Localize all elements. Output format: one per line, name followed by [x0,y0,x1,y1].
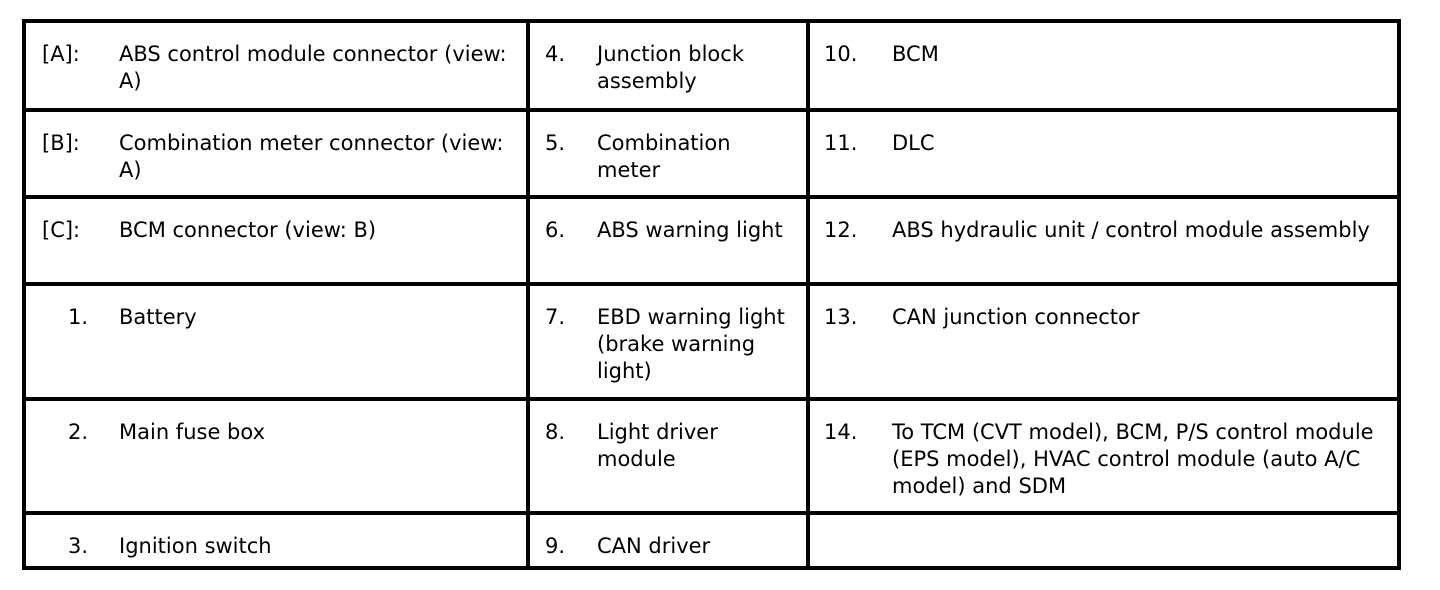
legend-cell: 4. Junction block assembly [526,19,810,112]
legend-row: 3. Ignition switch 9. CAN driver [22,511,1401,570]
legend-item: 9. CAN driver [530,533,806,560]
legend-key: 1. [67,305,88,329]
legend-key: 3. [67,534,88,558]
legend-cell: 8. Light driver module [526,397,810,515]
legend-key: 12. [824,218,858,242]
legend-key: 6. [545,218,566,242]
legend-cell: [B]: Combination meter connector (view: … [22,108,530,199]
legend-cell: 13. CAN junction connector [806,282,1401,401]
legend-cell: 9. CAN driver [526,511,810,570]
legend-cell: 11. DLC [806,108,1401,199]
legend-key: 5. [545,131,566,155]
legend-label: Combination meter connector (view: A) [119,131,504,182]
legend-label: Ignition switch [119,534,272,558]
legend-row: [B]: Combination meter connector (view: … [22,108,1401,199]
legend-cell: 1. Battery [22,282,530,401]
legend-cell: 5. Combination meter [526,108,810,199]
legend-item: [B]: Combination meter connector (view: … [26,130,526,184]
legend-item: 12. ABS hydraulic unit / control module … [810,217,1397,244]
legend-label: ABS warning light [597,218,783,242]
legend-key: 10. [824,42,858,66]
legend-label: ABS control module connector (view: A) [119,42,507,93]
legend-label: Junction block assembly [597,42,744,93]
legend-key: 7. [545,305,566,329]
legend-item: 4. Junction block assembly [530,41,806,95]
legend-label: To TCM (CVT model), BCM, P/S control mod… [892,420,1374,498]
legend-cell: 14. To TCM (CVT model), BCM, P/S control… [806,397,1401,515]
legend-item: 7. EBD warning light (brake warning ligh… [530,304,806,385]
legend-label: CAN junction connector [892,305,1140,329]
legend-item: 5. Combination meter [530,130,806,184]
legend-item: 13. CAN junction connector [810,304,1397,331]
legend-item: 14. To TCM (CVT model), BCM, P/S control… [810,419,1397,500]
legend-key: 8. [545,420,566,444]
legend-cell-empty [806,511,1401,570]
legend-label: EBD warning light (brake warning light) [597,305,785,383]
legend-key: 14. [824,420,858,444]
legend-label: Battery [119,305,197,329]
legend-key: [B]: [42,131,80,155]
legend-row: [C]: BCM connector (view: B) 6. ABS warn… [22,195,1401,286]
legend-key: 9. [545,534,566,558]
legend-cell: [C]: BCM connector (view: B) [22,195,530,286]
legend-key: [A]: [42,42,80,66]
legend-key: [C]: [42,218,81,242]
legend-label: ABS hydraulic unit / control module asse… [892,218,1370,242]
legend-cell: 6. ABS warning light [526,195,810,286]
legend-label: DLC [892,131,935,155]
legend-item: 2. Main fuse box [26,419,526,446]
legend-cell: 10. BCM [806,19,1401,112]
legend-label: BCM [892,42,939,66]
legend-row: 2. Main fuse box 8. Light driver module … [22,397,1401,515]
legend-row: 1. Battery 7. EBD warning light (brake w… [22,282,1401,401]
legend-cell: 12. ABS hydraulic unit / control module … [806,195,1401,286]
legend-label: BCM connector (view: B) [119,218,377,242]
legend-cell: 7. EBD warning light (brake warning ligh… [526,282,810,401]
legend-label: Combination meter [597,131,731,182]
legend-item: 1. Battery [26,304,526,331]
legend-item: [A]: ABS control module connector (view:… [26,41,526,95]
legend-cell: 2. Main fuse box [22,397,530,515]
legend-key: 13. [824,305,858,329]
legend-item: 10. BCM [810,41,1397,68]
component-legend-table: [A]: ABS control module connector (view:… [22,19,1401,570]
legend-label: CAN driver [597,534,711,558]
legend-key: 11. [824,131,858,155]
legend-key: 4. [545,42,566,66]
legend-item: 6. ABS warning light [530,217,806,244]
legend-item: 3. Ignition switch [26,533,526,560]
legend-key: 2. [67,420,88,444]
legend-row: [A]: ABS control module connector (view:… [22,19,1401,112]
legend-cell: [A]: ABS control module connector (view:… [22,19,530,112]
legend-cell: 3. Ignition switch [22,511,530,570]
legend-label: Light driver module [597,420,718,471]
legend-label: Main fuse box [119,420,266,444]
legend-item: 8. Light driver module [530,419,806,473]
legend-item: 11. DLC [810,130,1397,157]
legend-item: [C]: BCM connector (view: B) [26,217,526,244]
